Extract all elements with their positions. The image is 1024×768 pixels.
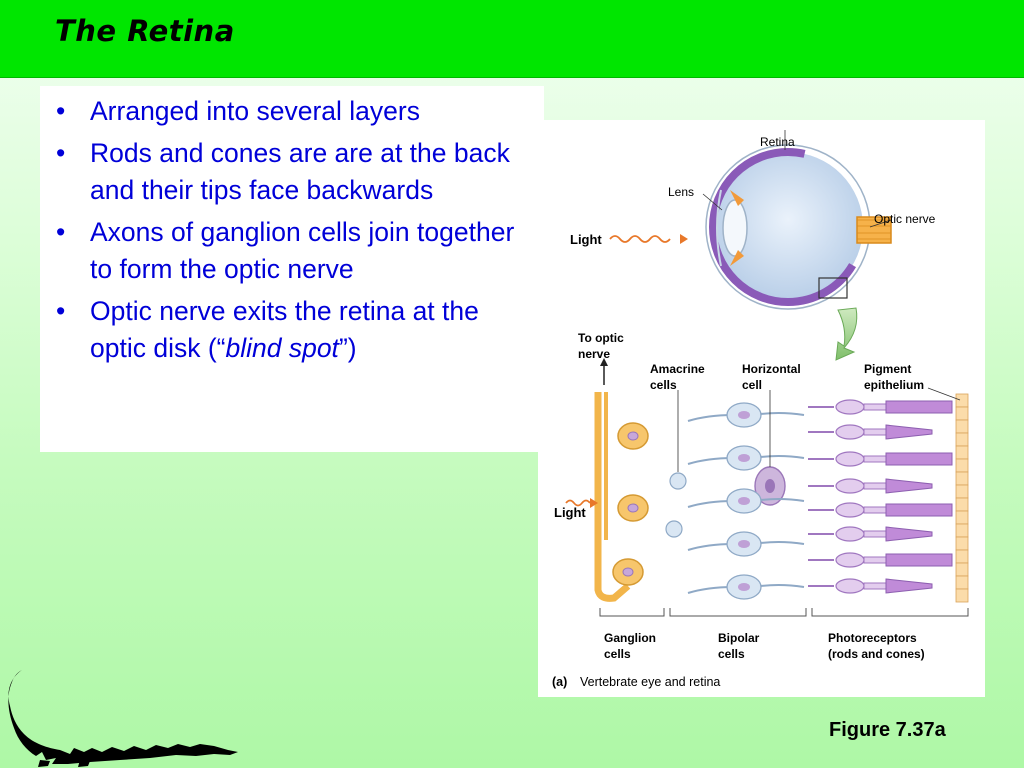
pigment-cell xyxy=(955,406,969,421)
label-pigment: Pigment xyxy=(864,362,911,376)
cone-outer-segment xyxy=(885,526,933,542)
label-bipolar-cells: cells xyxy=(718,647,745,661)
blind-spot-term: blind spot xyxy=(225,333,339,363)
retina-diagram: Retina Lens Optic nerve Light xyxy=(552,130,969,689)
photoreceptor-cell xyxy=(835,399,865,415)
bullet-item: •Optic nerve exits the retina at the opt… xyxy=(40,293,540,367)
photoreceptor-cell xyxy=(835,502,865,518)
label-rods-cones: (rods and cones) xyxy=(828,647,925,661)
cone-outer-segment xyxy=(885,578,933,594)
title-bar: The Retina xyxy=(0,0,1024,78)
bullet-item: •Arranged into several layers xyxy=(40,93,540,130)
cone-outer-segment xyxy=(885,478,933,494)
amacrine-cells xyxy=(665,472,687,538)
label-ganglion: Ganglion xyxy=(604,631,656,645)
label-horizontal: Horizontal xyxy=(742,362,801,376)
label-amacrine-cells: cells xyxy=(650,378,677,392)
bipolar-cells xyxy=(687,402,805,600)
rod-outer-segment xyxy=(885,400,953,414)
lens-shape xyxy=(722,199,748,257)
pigment-cell xyxy=(955,445,969,460)
bullet-dot-icon: • xyxy=(56,96,66,126)
pigment-cell xyxy=(955,549,969,564)
retina-layers: To optic nerve Amacrine cells Horizontal… xyxy=(554,331,969,661)
caption-text: Vertebrate eye and retina xyxy=(580,675,720,689)
retina-figure: Retina Lens Optic nerve Light xyxy=(538,120,985,697)
label-photoreceptors: Photoreceptors xyxy=(828,631,917,645)
pigment-cell xyxy=(955,575,969,590)
label-epithelium: epithelium xyxy=(864,378,924,392)
pigment-cell xyxy=(955,432,969,447)
photoreceptor-cell xyxy=(835,526,865,542)
photoreceptors xyxy=(808,399,953,594)
bullet-item: •Axons of ganglion cells join together t… xyxy=(40,214,540,288)
pigment-cell xyxy=(955,497,969,512)
bullet-dot-icon: • xyxy=(56,138,66,168)
pigment-cell xyxy=(955,393,969,408)
zoom-box xyxy=(818,277,848,299)
bullet-list: •Arranged into several layers •Rods and … xyxy=(40,93,540,372)
eye-illustration: Retina Lens Optic nerve Light xyxy=(570,130,936,361)
crocodile-icon xyxy=(8,670,238,767)
bullet-dot-icon: • xyxy=(56,296,66,326)
bullet-item: •Rods and cones are are at the back and … xyxy=(40,135,540,209)
pigment-cell xyxy=(955,419,969,434)
photoreceptor-cell xyxy=(835,424,865,440)
label-ganglion-cells: cells xyxy=(604,647,631,661)
slide-title: The Retina xyxy=(55,14,235,48)
rod-outer-segment xyxy=(885,553,953,567)
figure-number: Figure 7.37a xyxy=(829,719,946,741)
pigment-cell xyxy=(955,484,969,499)
photoreceptor-cell xyxy=(835,578,865,594)
caption-part: (a) xyxy=(552,675,567,689)
label-optic-nerve: Optic nerve xyxy=(874,212,936,226)
pigment-cell xyxy=(955,588,969,603)
cone-outer-segment xyxy=(885,424,933,440)
label-retina: Retina xyxy=(760,135,795,149)
pigment-cell xyxy=(955,471,969,486)
label-lens: Lens xyxy=(668,185,694,199)
pigment-epithelium xyxy=(955,393,969,603)
label-light-top: Light xyxy=(570,232,602,247)
pigment-cell xyxy=(955,562,969,577)
label-amacrine: Amacrine xyxy=(650,362,705,376)
bullet-dot-icon: • xyxy=(56,217,66,247)
photoreceptor-cell xyxy=(835,478,865,494)
label-to-optic: To optic xyxy=(578,331,624,345)
label-horizontal-cell: cell xyxy=(742,378,762,392)
pigment-cell xyxy=(955,458,969,473)
pigment-cell xyxy=(955,523,969,538)
rod-outer-segment xyxy=(885,503,953,517)
label-nerve: nerve xyxy=(578,347,610,361)
photoreceptor-cell xyxy=(835,552,865,568)
pigment-cell xyxy=(955,536,969,551)
bullet-box: •Arranged into several layers •Rods and … xyxy=(40,86,544,452)
photoreceptor-cell xyxy=(835,451,865,467)
label-light-side: Light xyxy=(554,505,586,520)
pigment-cell xyxy=(955,510,969,525)
label-bipolar: Bipolar xyxy=(718,631,760,645)
rod-outer-segment xyxy=(885,452,953,466)
